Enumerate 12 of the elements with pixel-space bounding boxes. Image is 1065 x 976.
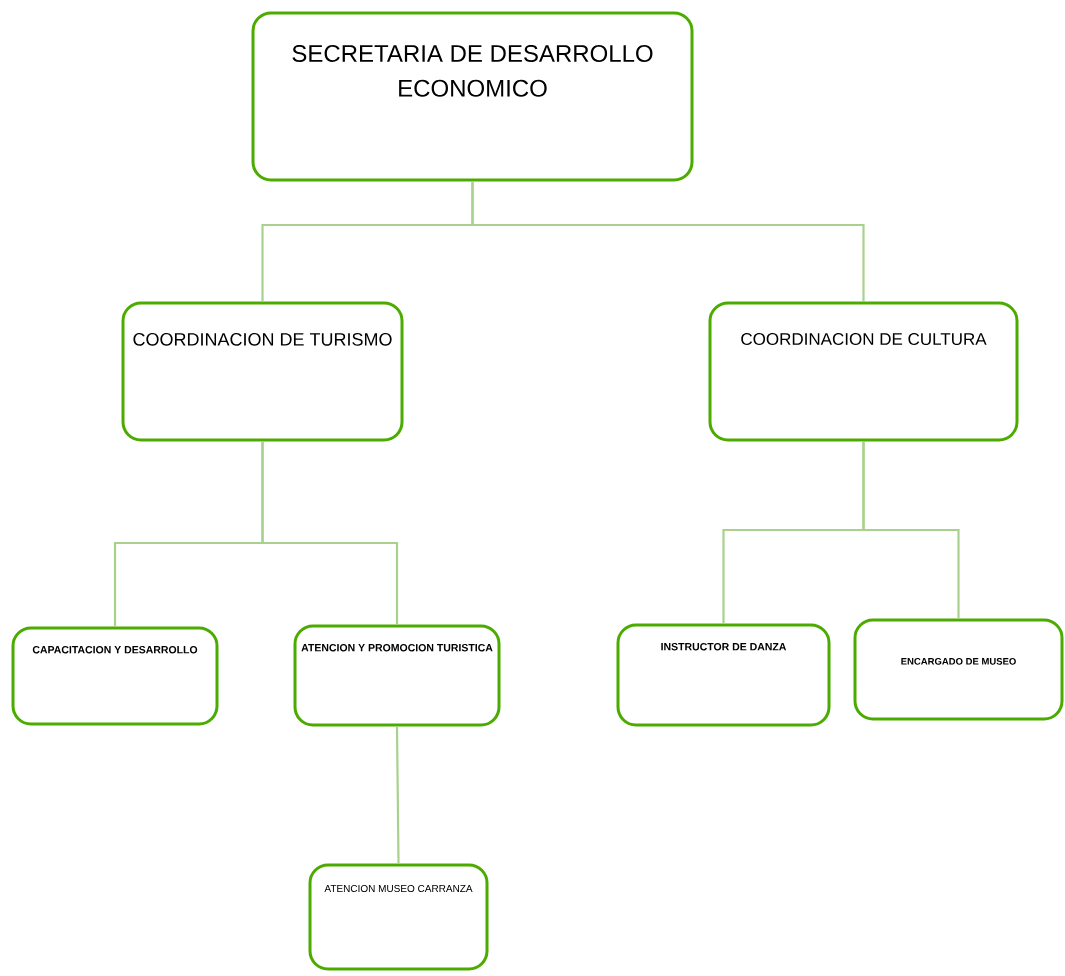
org-box: ATENCION MUSEO CARRANZA [308, 863, 489, 971]
org-box: ENCARGADO DE MUSEO [853, 618, 1064, 721]
org-box: ATENCION Y PROMOCION TURISTICA [293, 624, 501, 727]
connector-line [471, 181, 865, 302]
org-box: SECRETARIA DE DESARROLLO ECONOMICO [251, 11, 694, 182]
connector-line [862, 441, 960, 619]
org-box: COORDINACION DE CULTURA [708, 301, 1019, 442]
connector-line [261, 441, 399, 625]
org-box: INSTRUCTOR DE DANZA [616, 623, 831, 727]
org-box: CAPACITACION Y DESARROLLO [11, 626, 219, 726]
connector-line [395, 726, 400, 864]
org-box: COORDINACION DE TURISMO [121, 301, 404, 442]
